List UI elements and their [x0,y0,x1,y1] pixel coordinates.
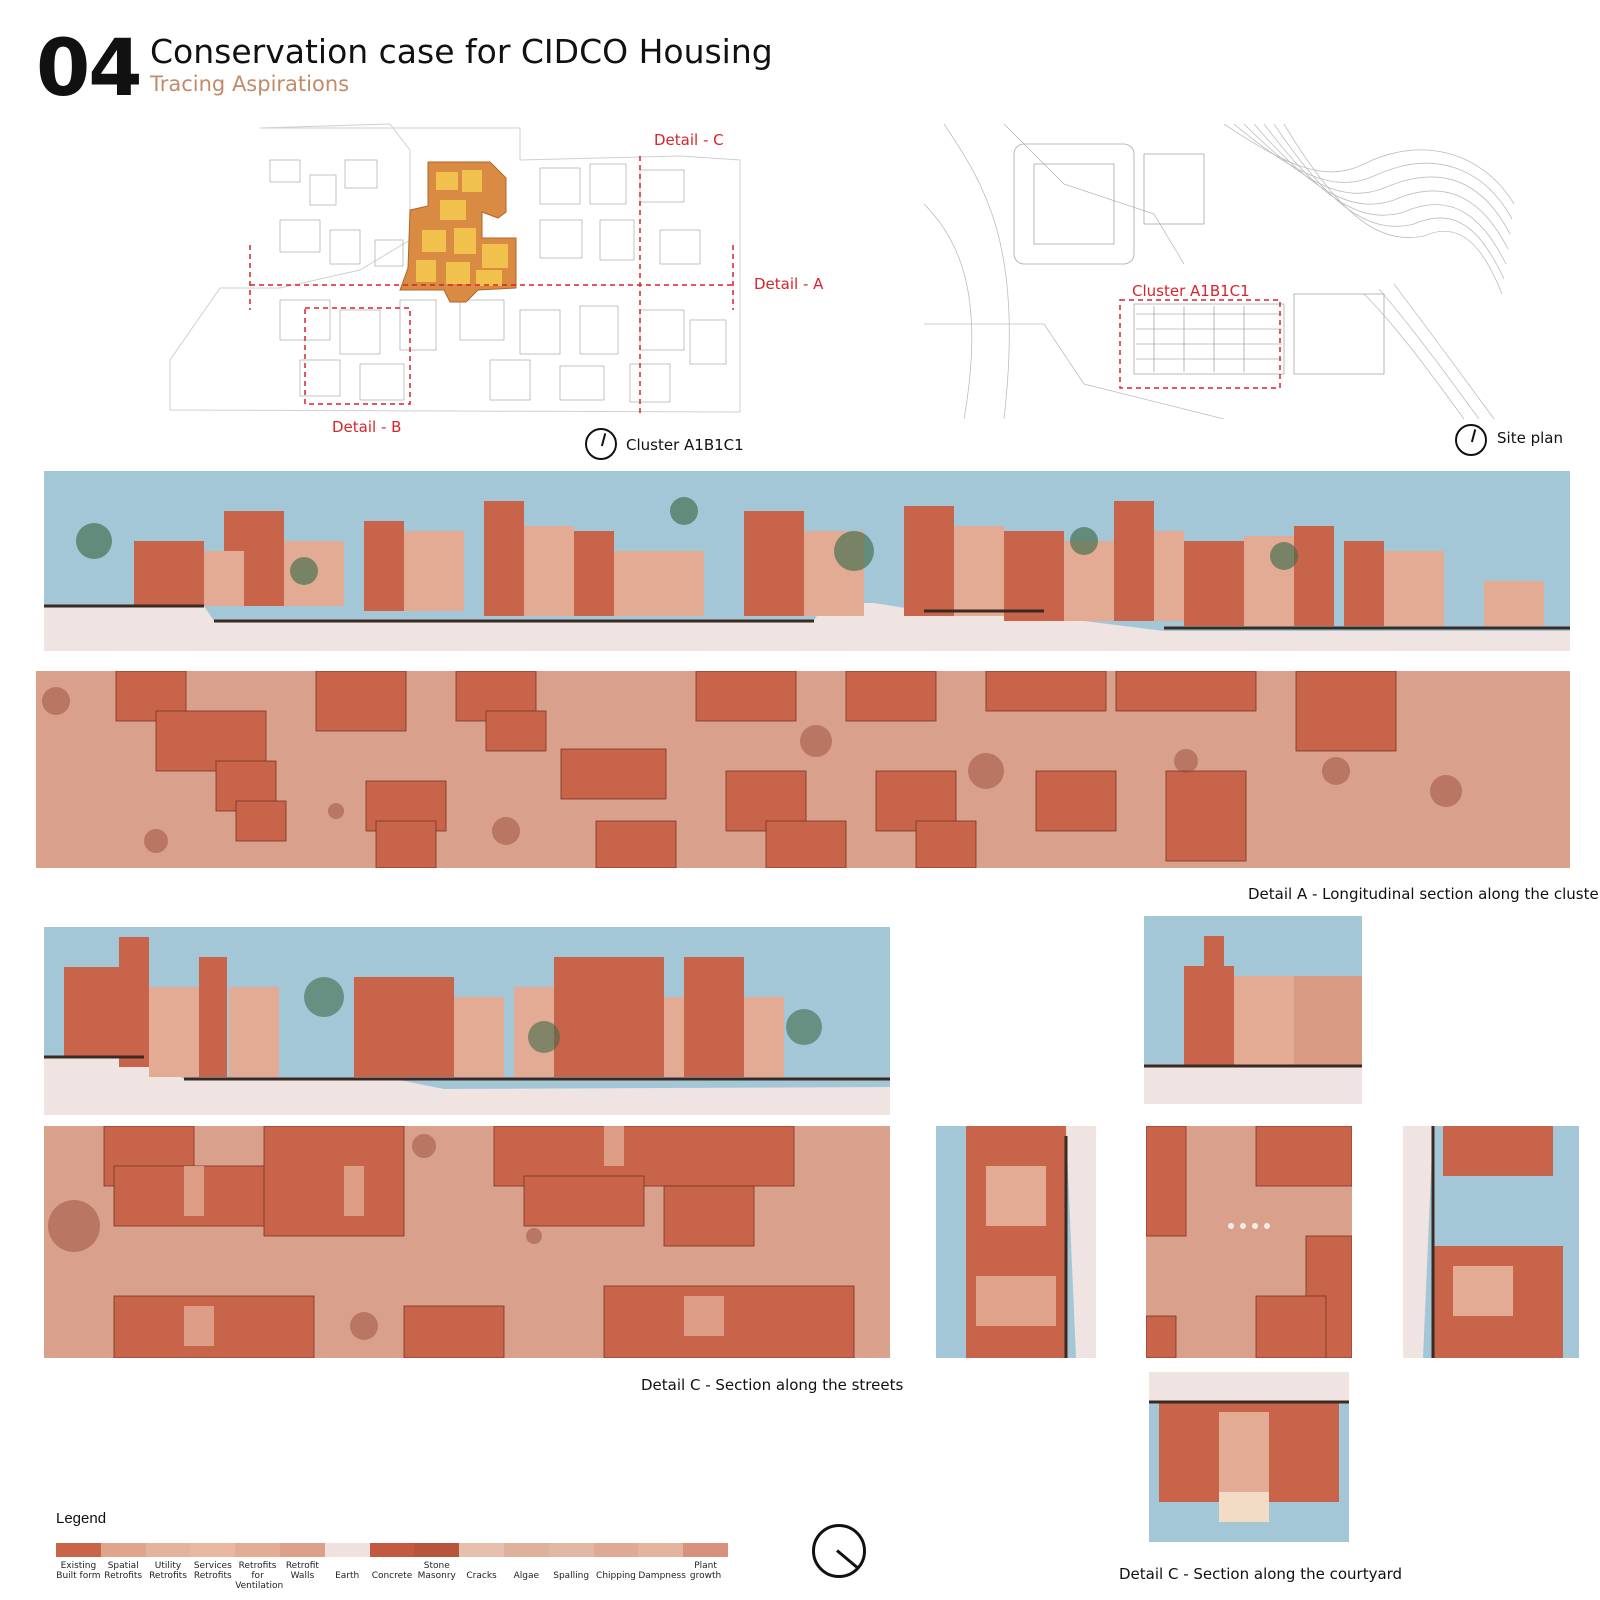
legend-item-label-line2: Cracks [466,1571,497,1581]
legend-item-label-line2: Ventilation [235,1581,284,1591]
legend-item-label-line2: Retrofits [193,1571,232,1581]
detail-a-label: Detail - A [754,275,824,293]
courtyard-section-left [936,1126,1096,1358]
cluster-plan-caption: Cluster A1B1C1 [626,436,744,454]
legend-swatch [503,1543,549,1557]
courtyard-section-top [1144,916,1362,1104]
north-arrow-icon [1455,424,1487,456]
legend-swatch [548,1543,594,1557]
legend-swatch [459,1543,504,1557]
legend-item-label: Cracks [459,1561,504,1591]
site-plan-caption: Site plan [1497,429,1563,447]
legend-item-label-line2: Chipping [596,1571,636,1581]
legend-item-label-line1: Stone [423,1561,450,1571]
legend-swatch [369,1543,415,1557]
legend-item-label-line1: Services [193,1561,232,1571]
legend-swatch [100,1543,146,1557]
legend-item-label: Spalling [549,1561,594,1591]
legend-swatch [56,1543,101,1557]
legend-item-label: Earth [325,1561,370,1591]
detail-a-plan [36,671,1570,868]
legend-item-label-line2: Masonry [417,1571,456,1581]
legend-swatch [683,1543,728,1557]
legend-swatch [145,1543,191,1557]
legend-item-label: Algae [504,1561,549,1591]
legend-item-label-line1 [370,1561,415,1571]
legend-item-label-line1: Utility [154,1561,182,1571]
legend-swatch [593,1543,639,1557]
detail-c-streets-plan [44,1126,890,1358]
legend-item-label-line2: Walls [290,1571,315,1581]
legend-item-label-line1 [549,1561,594,1571]
detail-c-courtyard-caption: Detail C - Section along the courtyard [1119,1565,1403,1583]
legend-item-label-line1: Spatial [107,1561,139,1571]
legend-swatch [638,1543,684,1557]
site-plan-cluster-label: Cluster A1B1C1 [1132,282,1250,300]
detail-c-label: Detail - C [654,131,724,149]
detail-a-section [44,471,1570,651]
legend-swatch [414,1543,460,1557]
detail-a-caption: Detail A - Longitudinal section along th… [1248,885,1600,903]
legend-item-label-line1: Existing [60,1561,97,1571]
courtyard-plan [1146,1126,1352,1358]
legend-item-label-line1 [325,1561,370,1571]
legend-item-label-line2: Concrete [371,1571,413,1581]
legend-item-label: Dampness [638,1561,686,1591]
legend-item-label-line2: Retrofits [149,1571,187,1581]
courtyard-section-bottom [1149,1372,1349,1542]
legend-item-label-line2: Earth [335,1571,360,1581]
detail-b-label: Detail - B [332,418,402,436]
legend-item-label-line1: Plant [694,1561,717,1571]
legend-item-label-line2: Retrofits [104,1571,143,1581]
legend-item-label-line1 [459,1561,504,1571]
cluster-plan [160,120,760,420]
legend-bar [56,1543,728,1557]
legend-item-label-line1: Retrofit [285,1561,319,1571]
legend-title: Legend [56,1510,107,1527]
legend-item-label-line2: Built form [56,1571,101,1581]
legend-swatch [279,1543,325,1557]
legend-item-label-line2: growth [689,1571,722,1581]
courtyard-section-right [1403,1126,1579,1358]
legend-item-label-line1 [594,1561,639,1571]
legend-swatch [324,1543,370,1557]
legend-item-label: Concrete [370,1561,415,1591]
sheet-title: Conservation case for CIDCO Housing [150,32,773,71]
detail-c-streets-section [44,927,890,1115]
legend-swatch [235,1543,280,1557]
north-arrow-icon [812,1524,866,1578]
legend-swatch [190,1543,236,1557]
sheet-subtitle: Tracing Aspirations [150,72,350,96]
legend-item-label-line1 [504,1561,549,1571]
legend-item-label: Chipping [594,1561,639,1591]
detail-c-streets-caption: Detail C - Section along the streets [641,1376,904,1394]
legend-item-label-line2: Spalling [553,1571,590,1581]
north-arrow-icon [585,428,617,460]
legend-item-label-line2: Algae [513,1571,540,1581]
legend-item-label-line2: Dampness [638,1571,686,1581]
sheet-number: 04 [36,24,143,114]
site-plan [924,124,1514,419]
legend-item-label-line1: Retrofits for [238,1561,277,1581]
legend-item-label-line1 [638,1561,683,1571]
